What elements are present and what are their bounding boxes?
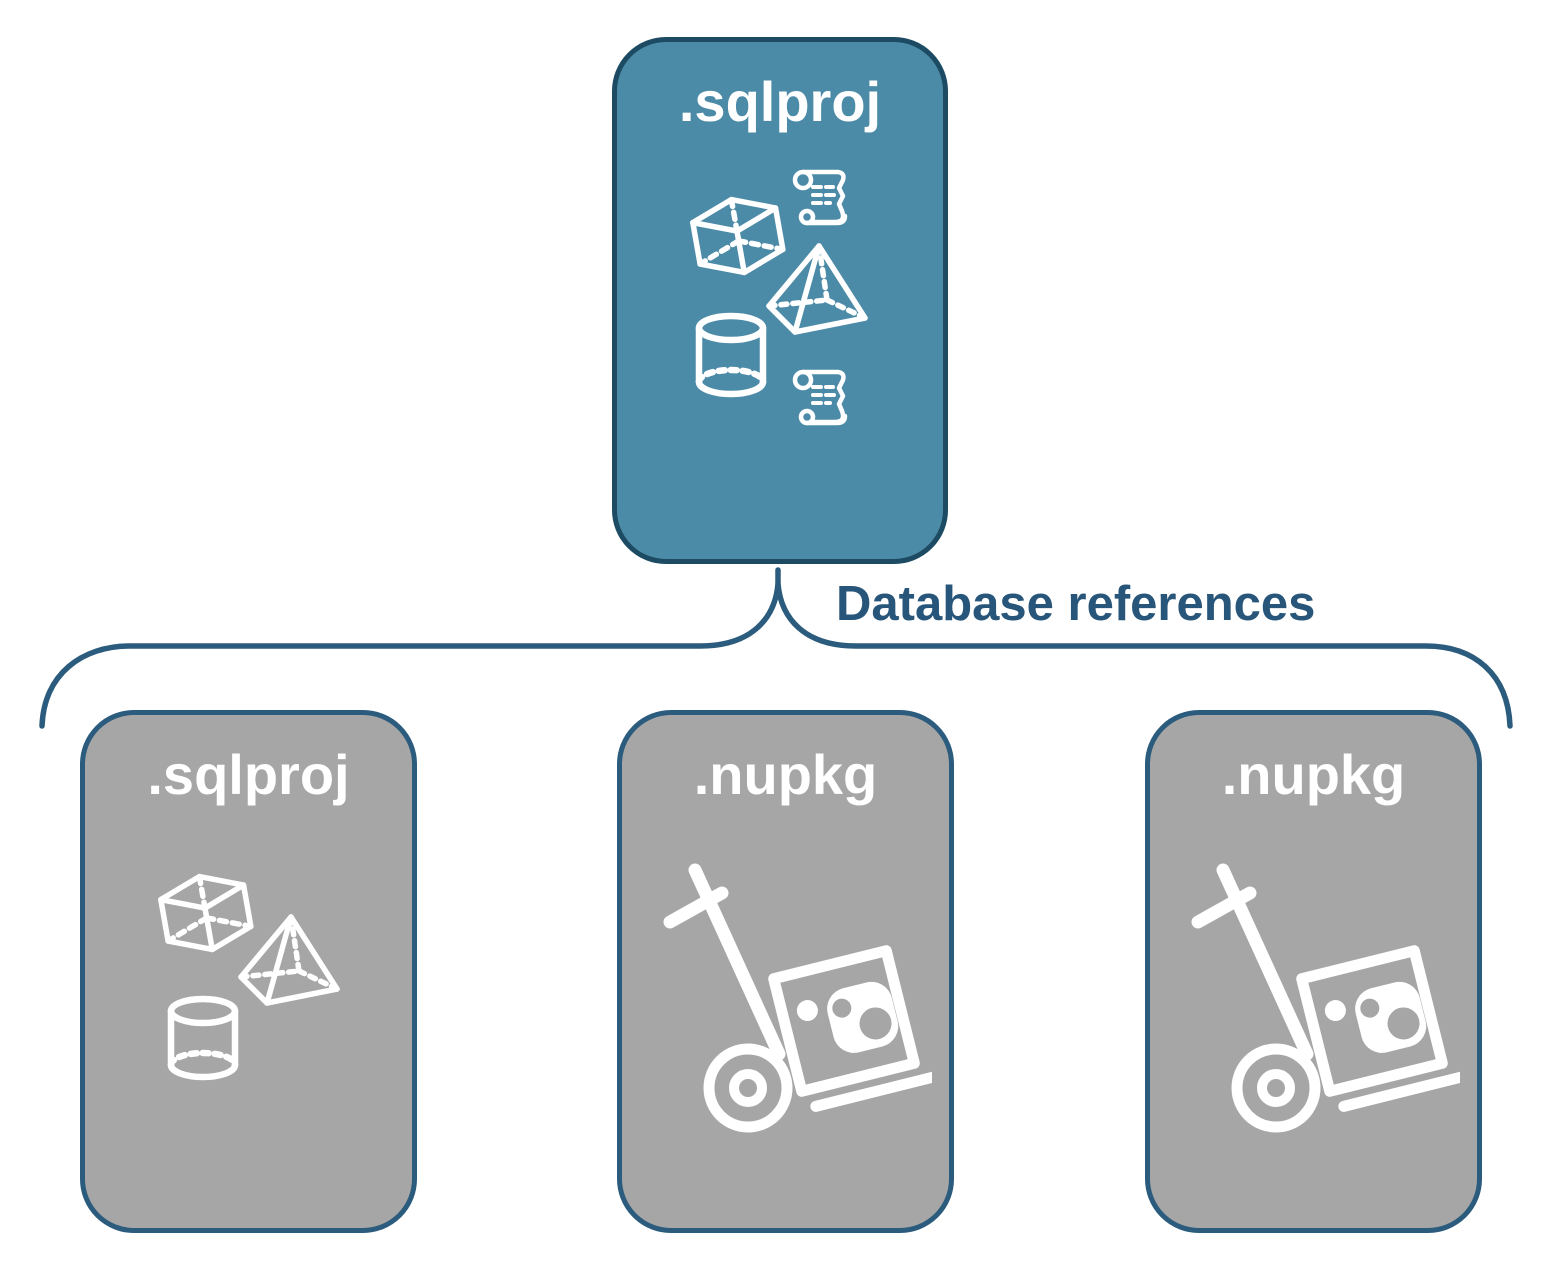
child-card-sqlproj: .sqlproj: [80, 710, 417, 1233]
child-card-nupkg: .nupkg: [1145, 710, 1482, 1233]
sql-project-shapes-icons: [679, 160, 889, 452]
cube-icon: [690, 192, 786, 279]
cube-icon: [158, 869, 254, 956]
hand-truck-package-icon: [1198, 870, 1460, 1127]
connector-label: Database references: [836, 577, 1316, 631]
scroll-icon: [795, 172, 845, 223]
brace-left-arm: [39, 567, 781, 729]
child-card-title: .nupkg: [1221, 743, 1406, 806]
child-card-nupkg: .nupkg: [617, 710, 954, 1233]
cylinder-icon: [171, 999, 235, 1077]
nuget-package-icons: [662, 858, 932, 1188]
nuget-package-icons: [1190, 858, 1460, 1188]
scroll-icon: [795, 372, 845, 423]
child-card-title: .nupkg: [693, 743, 878, 806]
pyramid-icon: [241, 917, 337, 1003]
hand-truck-package-icon: [670, 870, 932, 1127]
cylinder-icon: [699, 316, 763, 394]
sql-project-shapes-icons: [153, 867, 353, 1087]
root-card-sqlproj: .sqlproj: [612, 37, 948, 564]
root-card-title: .sqlproj: [678, 70, 882, 133]
pyramid-icon: [769, 246, 865, 332]
child-card-title: .sqlproj: [147, 743, 350, 806]
